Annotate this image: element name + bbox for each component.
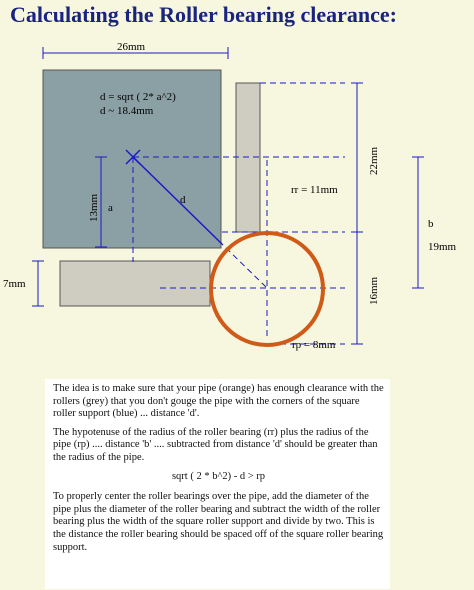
label-a: a <box>108 202 113 214</box>
distance-d-line <box>132 156 223 245</box>
label-b: b <box>428 218 434 230</box>
label-d: d <box>180 194 186 206</box>
clearance-diagram: 26mm d = sqrt ( 2* a^2) d ~ 18.4mm d 13m… <box>3 41 457 351</box>
dim-22-label: 22mm <box>368 146 380 175</box>
label-rr: rr = 11mm <box>291 184 338 196</box>
explanation-box: The idea is to make sure that your pipe … <box>45 379 390 589</box>
dim-13-label: 13mm <box>88 193 100 222</box>
support-center-cross <box>125 149 141 165</box>
label-rp: rp = 8mm <box>292 339 336 351</box>
explanation-paragraph-2: The hypotenuse of the radius of the roll… <box>53 426 378 463</box>
formula-d: d = sqrt ( 2* a^2) <box>100 91 176 103</box>
explanation-paragraph-1: The idea is to make sure that your pipe … <box>53 383 384 420</box>
dim-26-label: 26mm <box>117 41 146 53</box>
dim-19-label: 19mm <box>428 241 457 253</box>
formula-d-approx: d ~ 18.4mm <box>100 105 154 117</box>
explanation-paragraph-3: To properly center the roller bearings o… <box>53 491 384 553</box>
dim-16-label: 16mm <box>368 276 380 305</box>
pipe-circle <box>209 231 325 347</box>
roller-horizontal <box>59 260 211 307</box>
clearance-formula: sqrt ( 2 * b^2) - d > rp <box>171 470 266 482</box>
dim-7-label: 7mm <box>3 278 26 290</box>
page-title: Calculating the Roller bearing clearance… <box>10 2 397 27</box>
